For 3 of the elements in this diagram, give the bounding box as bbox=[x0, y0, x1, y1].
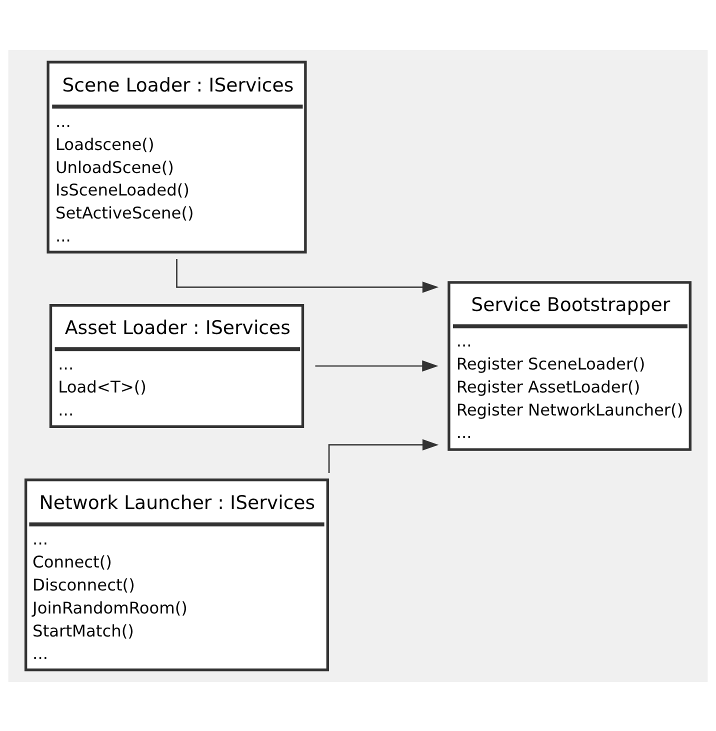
arrow bbox=[328, 438, 439, 473]
arrow bbox=[315, 360, 438, 372]
arrow bbox=[176, 258, 439, 292]
